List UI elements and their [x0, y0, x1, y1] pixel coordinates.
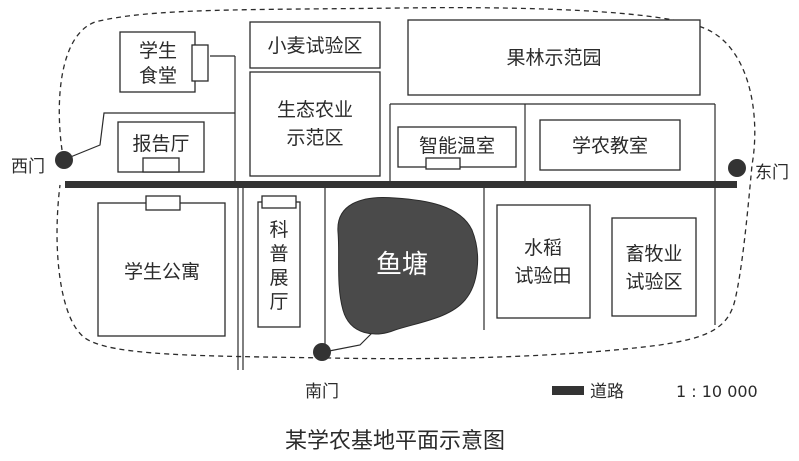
- science-hall-door: [261, 195, 297, 209]
- eco-label-1: 生态农业: [277, 99, 353, 121]
- report-hall-door: [142, 157, 180, 173]
- dorm-building: [97, 202, 226, 337]
- east-gate-marker: [728, 159, 746, 177]
- base-boundary: [56, 6, 756, 360]
- west-gate-label: 西门: [11, 157, 45, 177]
- classroom-building: [539, 119, 681, 171]
- classroom-label: 学农教室: [572, 135, 648, 157]
- greenhouse-door: [425, 157, 461, 170]
- canteen-label-1: 学生: [139, 40, 177, 62]
- science-label-4: 厅: [269, 291, 288, 313]
- pond-label: 鱼塘: [376, 250, 428, 280]
- east-gate-label: 东门: [755, 163, 789, 183]
- canteen-door: [191, 44, 209, 82]
- orchard-label: 果林示范园: [506, 47, 601, 69]
- wheat-plot: [249, 21, 381, 69]
- canteen-label-2: 食堂: [139, 65, 177, 87]
- main-road: [65, 181, 737, 188]
- livestock-label-1: 畜牧业: [625, 243, 682, 265]
- fish-pond: [337, 196, 479, 335]
- paddy-plot: [496, 204, 591, 319]
- paddy-label-2: 试验田: [514, 265, 571, 287]
- west-gate-marker: [55, 151, 73, 169]
- south-gate-marker: [313, 343, 331, 361]
- paddy-label-1: 水稻: [524, 237, 562, 259]
- livestock-label-2: 试验区: [625, 271, 682, 293]
- science-label-2: 普: [269, 243, 288, 265]
- legend-road-label: 道路: [590, 382, 624, 402]
- minor-roads: [67, 55, 716, 370]
- dorm-label: 学生公寓: [124, 261, 200, 283]
- eco-agri-plot: [249, 71, 381, 177]
- report-hall-label: 报告厅: [132, 133, 189, 155]
- wheat-label: 小麦试验区: [267, 35, 362, 57]
- dorm-door: [145, 195, 181, 211]
- eco-label-2: 示范区: [286, 127, 343, 149]
- science-label-1: 科: [269, 219, 288, 241]
- greenhouse-label: 智能温室: [419, 135, 495, 157]
- south-gate-label: 南门: [305, 382, 339, 402]
- canteen-building: [119, 31, 196, 93]
- map-caption: 某学农基地平面示意图: [285, 429, 505, 454]
- legend-road-swatch: [552, 386, 584, 395]
- orchard-plot: [407, 19, 701, 96]
- map-scale: 1 : 10 000: [676, 382, 758, 401]
- science-hall-building: [257, 201, 301, 328]
- livestock-plot: [611, 217, 697, 317]
- science-label-3: 展: [269, 267, 288, 289]
